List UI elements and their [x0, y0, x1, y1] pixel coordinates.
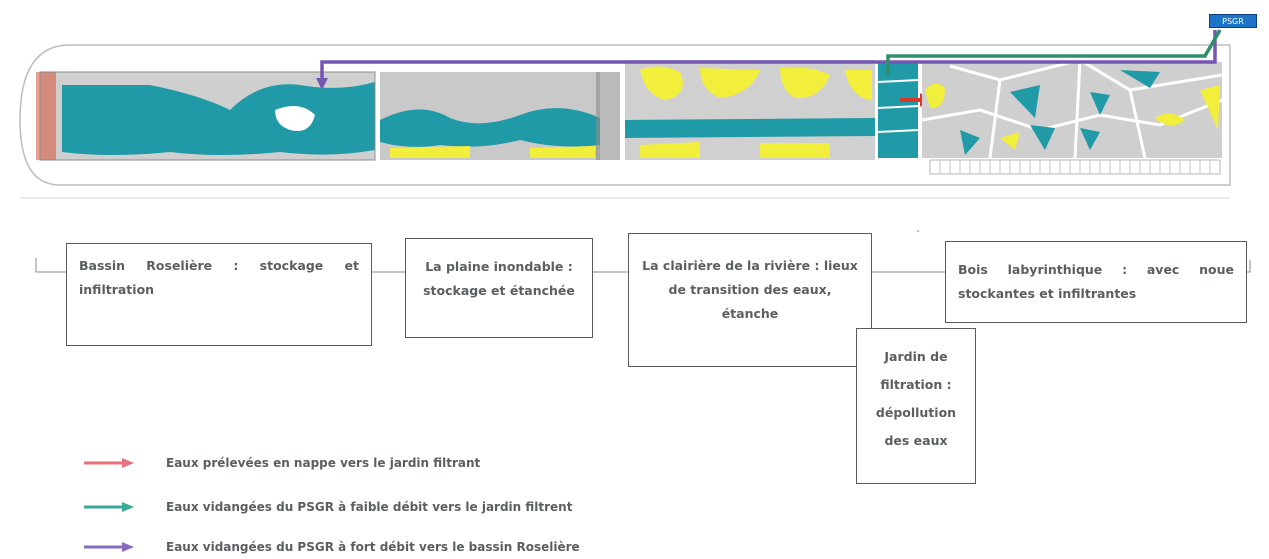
basin-water: [62, 82, 375, 155]
clearing-water: [625, 118, 875, 138]
zone-garden-box: Jardin de filtration : dépollution des e…: [856, 328, 976, 484]
zone-woods-box: Bois labyrinthique : avec noue stockante…: [945, 241, 1247, 323]
zone-plain-box: La plaine inondable : stockage et étanch…: [405, 238, 593, 338]
legend-item-low-flow: Eaux vidangées du PSGR à faible débit ve…: [80, 497, 572, 517]
legend-item-groundwater: Eaux prélevées en nappe vers le jardin f…: [80, 453, 480, 473]
site-outline: [19, 44, 1231, 186]
zone-basin-text: Bassin Roselière : stockage et infiltrat…: [79, 258, 359, 297]
legend-text-low-flow: Eaux vidangées du PSGR à faible débit ve…: [166, 500, 573, 514]
legend-arrow-icon-purple: [84, 542, 134, 552]
zone-woods-plan: [921, 58, 1223, 159]
zone-garden-plan: [877, 62, 930, 158]
zone-plain-plan: [380, 72, 620, 160]
parking-strip: [929, 159, 1221, 175]
zone-garden-text: Jardin de filtration : dépollution des e…: [875, 349, 957, 448]
flow-high-line: [320, 30, 1217, 85]
basin-island: [275, 106, 315, 131]
legend-item-high-flow: Eaux vidangées du PSGR à fort débit vers…: [80, 537, 580, 557]
plain-water: [380, 108, 600, 147]
psgr-label: PSGR: [1209, 14, 1257, 28]
site-plan: [19, 29, 1231, 199]
zone-clearing-text: La clairière de la rivière : lieux de tr…: [642, 258, 858, 321]
legend-arrow-icon-pink: [84, 458, 134, 468]
zone-clearing-box: La clairière de la rivière : lieux de tr…: [628, 233, 872, 367]
legend-arrow-icon-teal: [84, 502, 134, 512]
zone-plain-text: La plaine inondable : stockage et étanch…: [423, 259, 575, 298]
legend-text-high-flow: Eaux vidangées du PSGR à fort débit vers…: [166, 540, 580, 554]
legend-text-groundwater: Eaux prélevées en nappe vers le jardin f…: [166, 456, 481, 470]
zone-clearing-plan: [625, 60, 875, 160]
zone-basin-box: Bassin Roselière : stockage et infiltrat…: [66, 243, 372, 346]
zone-basin-plan: [36, 71, 376, 161]
flow-high-arrowhead: [316, 78, 328, 90]
zone-woods-text: Bois labyrinthique : avec noue stockante…: [958, 262, 1234, 301]
flow-low-line: [886, 29, 1222, 75]
